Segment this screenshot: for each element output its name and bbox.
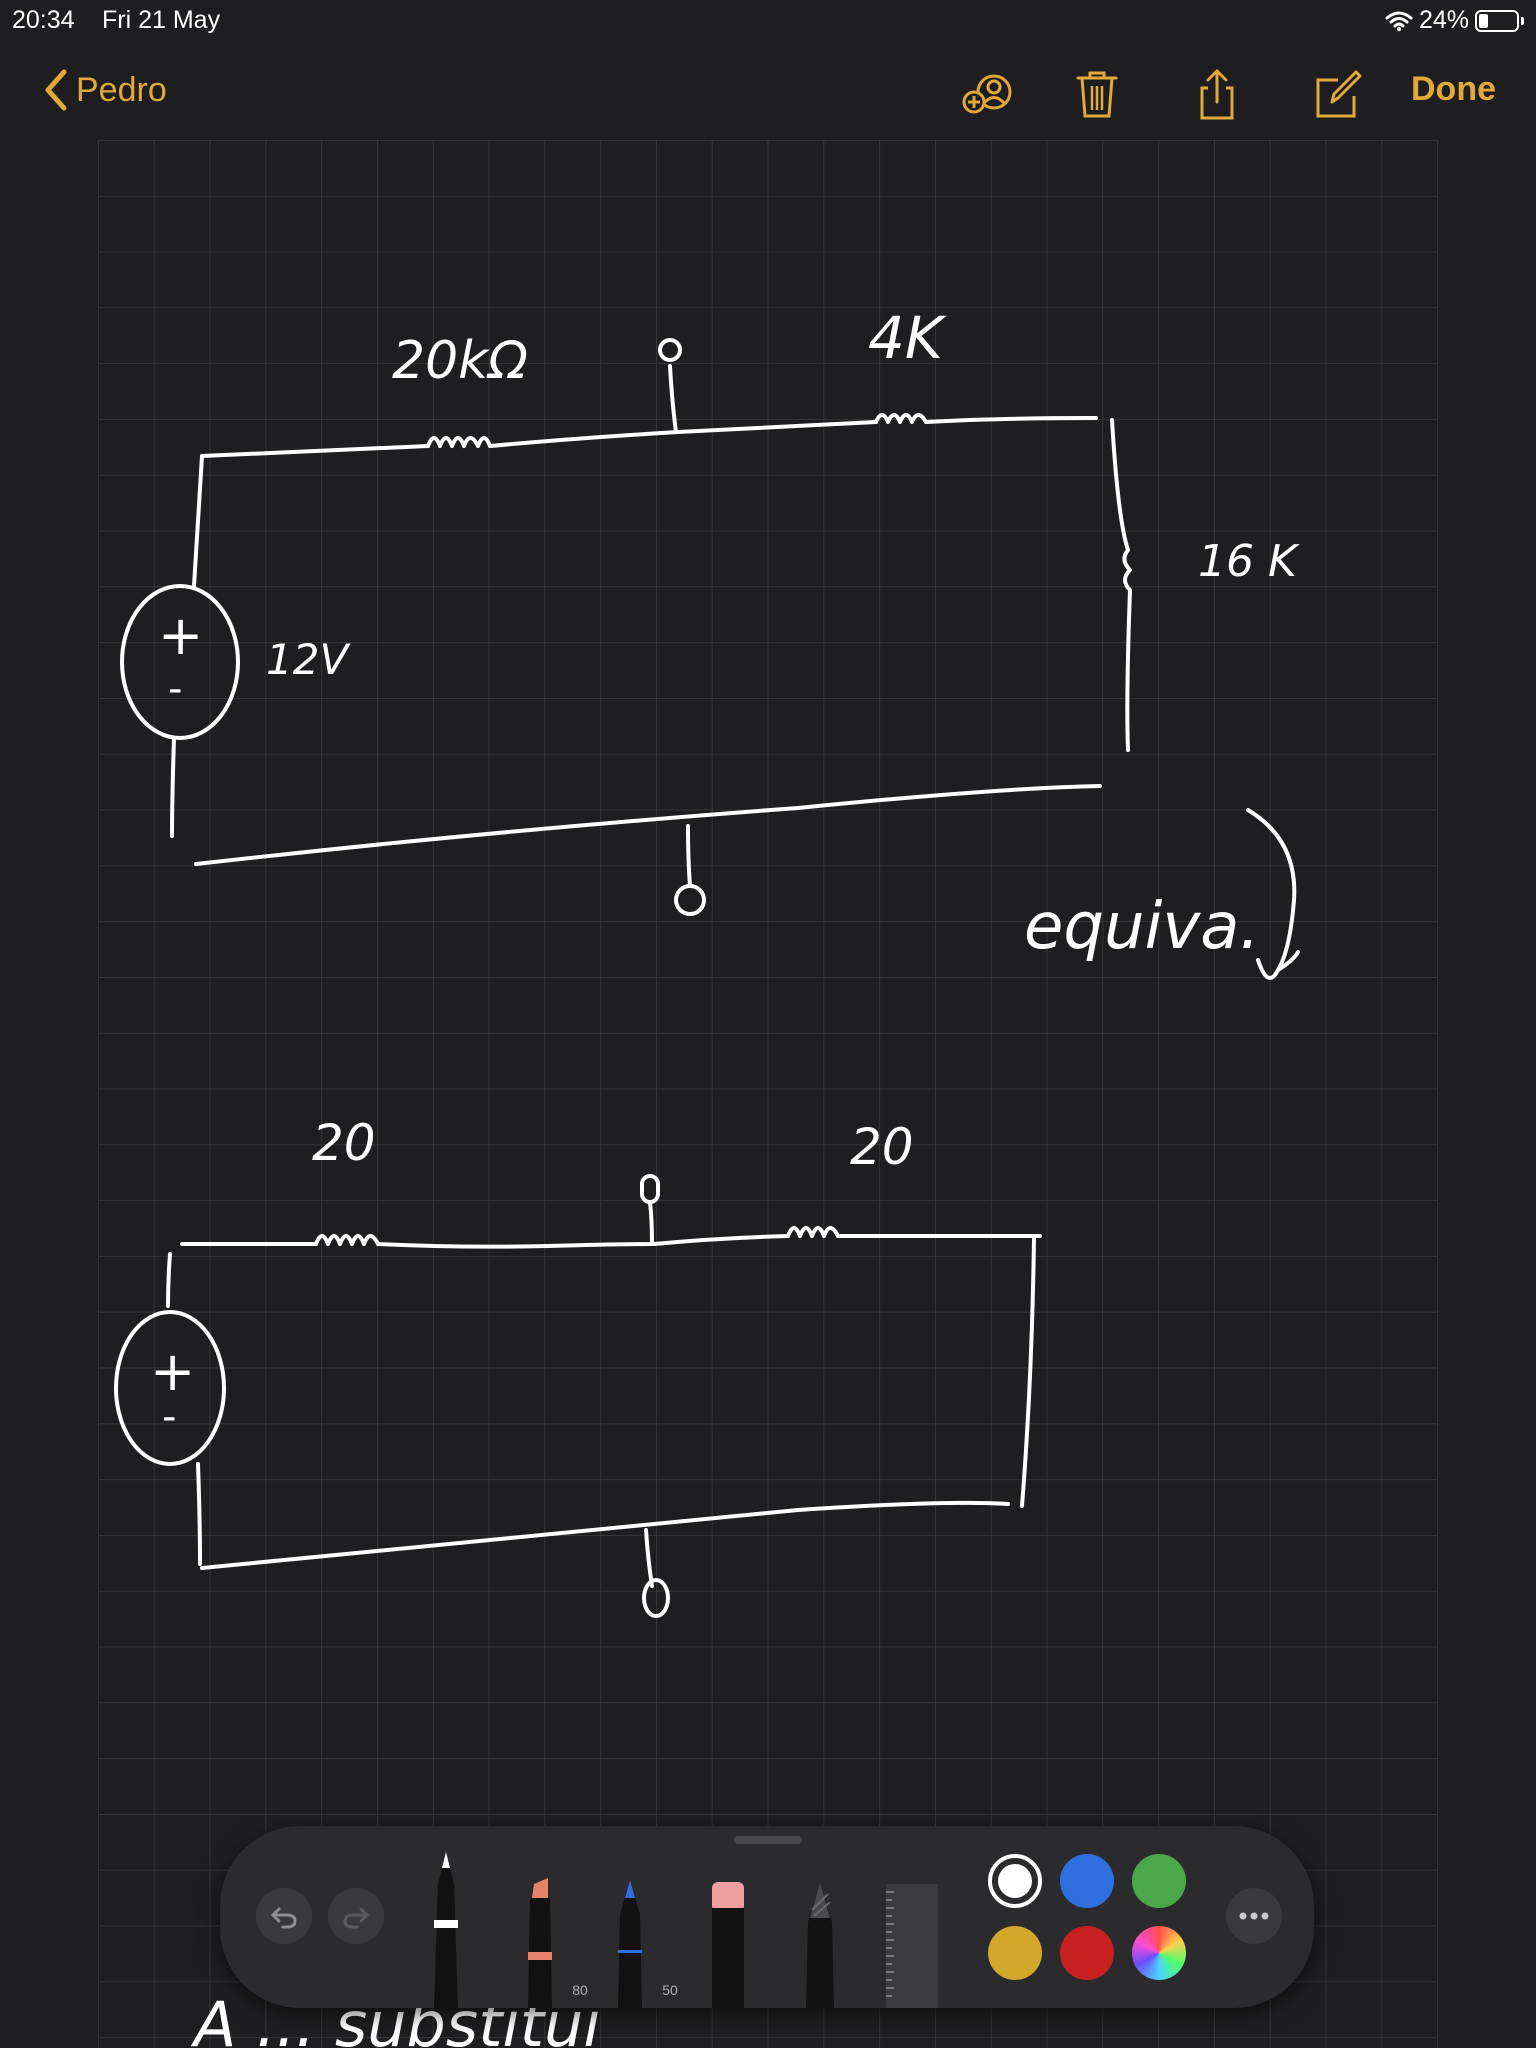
label-12v: 12V [266,635,351,684]
more-button[interactable] [1226,1888,1282,1944]
selected-color-dot [998,1864,1032,1898]
eraser-tool[interactable] [710,1882,746,2008]
node-a-terminal [658,338,682,362]
node-b-terminal [674,884,706,916]
grid-background [98,140,1438,2048]
node-a-stub [668,364,678,434]
note-canvas[interactable]: 20kΩ a 4K 16 K 12V + - b equiva. 20 20 +… [98,140,1438,2048]
wifi-icon [1385,11,1413,31]
source2-plus: + [150,1340,195,1403]
resistor-20k [426,436,492,448]
color-blue-swatch[interactable] [1060,1854,1114,1908]
label-20k-ohm: 20kΩ [392,331,528,391]
done-button[interactable]: Done [1411,70,1496,108]
pen-tool[interactable] [428,1848,464,2008]
resistor2-right [786,1226,840,1238]
marker-size-label: 80 [572,1982,588,1998]
more-icon [1239,1912,1269,1920]
pencil-size-label: 50 [662,1982,678,1998]
node-b-stub [686,824,692,888]
share-icon[interactable] [1188,66,1246,124]
voltage-source [120,584,240,740]
resistor2-left [314,1234,380,1246]
status-date: Fri 21 May [102,6,221,34]
pencil-icon [618,1880,642,2008]
status-bar: 20:34 Fri 21 May 24% [0,0,1536,40]
source-minus: - [168,666,182,712]
status-right: 24% [1385,6,1524,35]
compose-icon[interactable] [1308,66,1366,124]
wire-left [192,454,204,588]
circuit-1 [120,338,1300,980]
color-red-swatch[interactable] [1060,1926,1114,1980]
node2-b-terminal [642,1578,670,1618]
wire2-bottom [200,1500,1010,1570]
redo-icon [343,1907,370,1929]
voltage-source-2 [114,1310,226,1466]
marker-icon [528,1878,552,2008]
resistor-4k [874,413,928,424]
wire-bottom [194,784,1102,866]
node2-a-terminal [640,1174,660,1204]
navigation-bar: Pedro Done [0,50,1536,130]
circuit-2 [114,1174,1042,1618]
battery-nub [1521,16,1524,25]
color-green-swatch[interactable] [1132,1854,1186,1908]
lasso-tool[interactable] [802,1882,838,2008]
wire-top-right [924,416,1098,424]
source-plus: + [158,604,203,667]
back-button[interactable]: Pedro [44,68,167,112]
wire2-left-bottom [196,1462,202,1566]
wire-top-mid [488,420,878,448]
color-white-swatch[interactable] [988,1854,1042,1908]
equivalence-arrow [1246,808,1300,980]
marker-tool[interactable]: 80 [520,1878,588,2008]
trash-icon[interactable] [1068,66,1126,124]
color-yellow-swatch[interactable] [988,1926,1042,1980]
wire2-right [1020,1236,1036,1508]
battery-percent: 24% [1418,6,1469,34]
undo-icon [270,1907,297,1929]
label-16k: 16 K [1198,536,1300,587]
drawing-toolbar: 80 50 [220,1826,1314,2008]
status-time: 20:34 [12,6,75,34]
redo-button[interactable] [328,1888,384,1944]
battery-icon [1475,9,1519,32]
label2-r2: 20 [850,1118,914,1176]
back-label: Pedro [76,70,167,109]
label-4k: 4K [868,304,947,372]
ruler-tool[interactable] [886,1884,938,2008]
node2-a-stub [648,1200,654,1244]
add-person-icon[interactable] [960,66,1018,124]
pencil-tool[interactable]: 50 [610,1878,678,2008]
wire-top-left [200,444,430,458]
source2-minus: - [162,1394,176,1440]
battery-fill [1479,13,1488,28]
label-equiva: equiva. [1024,890,1260,964]
toolbar-grabber[interactable] [734,1836,802,1844]
color-picker-swatch[interactable] [1132,1926,1186,1980]
undo-button[interactable] [256,1888,312,1944]
wire2-top-mid [376,1234,790,1249]
label2-r1: 20 [312,1114,376,1172]
chevron-left-icon [45,69,67,111]
wire-right [1110,418,1132,752]
wire-left-bottom [170,736,176,838]
wire2-left-top [166,1252,172,1308]
